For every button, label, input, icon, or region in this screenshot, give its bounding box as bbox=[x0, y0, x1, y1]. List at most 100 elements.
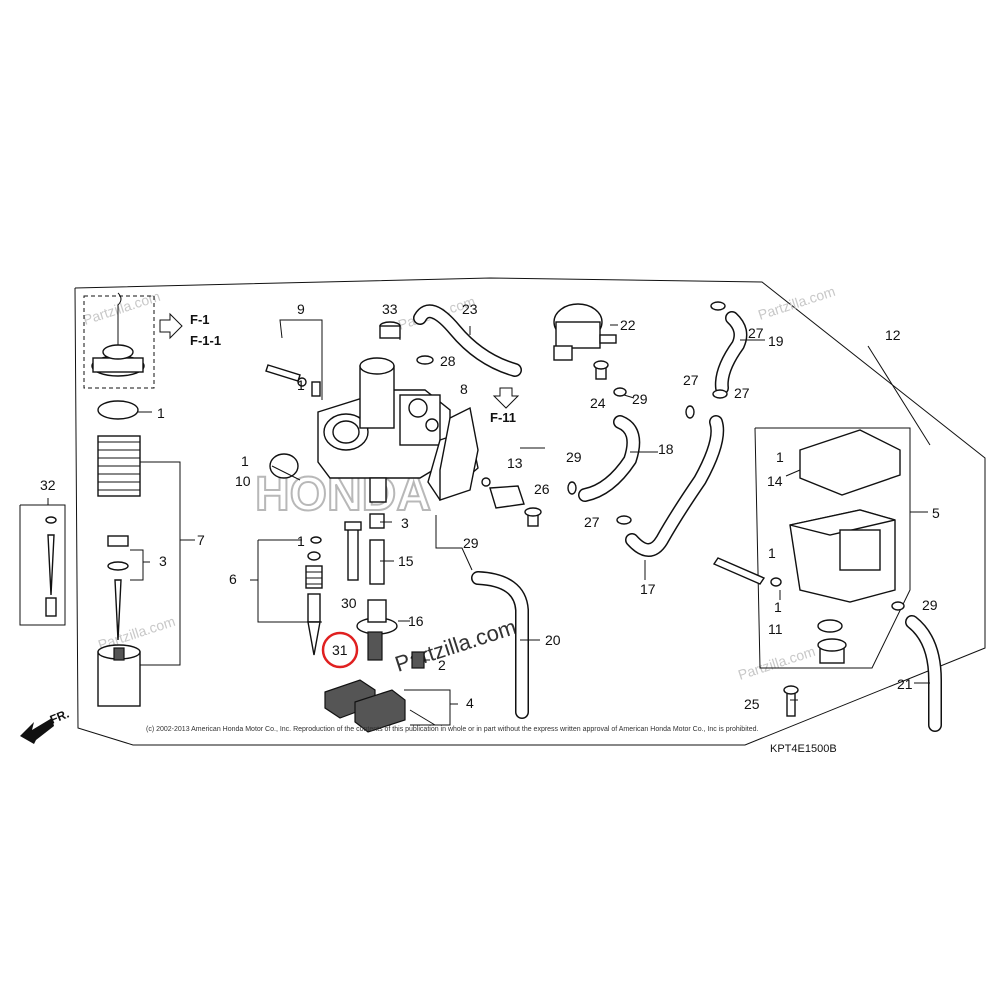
callout-1: 1 bbox=[241, 453, 249, 469]
callout-8: 8 bbox=[460, 381, 468, 397]
o-ring-11-part bbox=[817, 619, 843, 633]
cap-assembly bbox=[91, 292, 145, 377]
svg-text:FR.: FR. bbox=[48, 707, 71, 727]
callout-9: 9 bbox=[297, 301, 305, 317]
front-arrow: FR. bbox=[20, 707, 71, 744]
subassembly-frame bbox=[754, 427, 911, 669]
clip-29-part bbox=[891, 601, 905, 611]
callout-1: 1 bbox=[776, 449, 784, 465]
ref-arrow bbox=[492, 387, 520, 409]
drain-screw-part bbox=[712, 557, 782, 587]
bolt-24-part bbox=[593, 360, 609, 380]
throttle-valve-part bbox=[97, 644, 141, 707]
bracket-part bbox=[439, 406, 479, 501]
callout-17: 17 bbox=[640, 581, 656, 597]
callout-33: 33 bbox=[382, 301, 398, 317]
float-assembly-part bbox=[324, 679, 436, 733]
pilot-screw-part bbox=[307, 593, 321, 656]
callout-27: 27 bbox=[683, 372, 699, 388]
callout-22: 22 bbox=[620, 317, 636, 333]
ref-arrow bbox=[159, 312, 183, 340]
callout-18: 18 bbox=[658, 441, 674, 457]
float-chamber-part bbox=[789, 509, 896, 603]
callout-16: 16 bbox=[408, 613, 424, 629]
callout-29: 29 bbox=[922, 597, 938, 613]
clip-27-part bbox=[685, 405, 695, 419]
clip-29-part bbox=[613, 387, 627, 397]
callout-3: 3 bbox=[401, 515, 409, 531]
inset-box bbox=[83, 295, 155, 389]
callout-21: 21 bbox=[897, 676, 913, 692]
watermark: Partzilla.com bbox=[756, 283, 837, 323]
ref-f11-label: F-11 bbox=[490, 410, 516, 425]
watermark: Partzilla.com bbox=[736, 643, 817, 683]
callout-29: 29 bbox=[463, 535, 479, 551]
highlight-circle bbox=[321, 631, 359, 669]
callout-27: 27 bbox=[734, 385, 750, 401]
callout-12: 12 bbox=[885, 327, 901, 343]
jet-part bbox=[367, 631, 383, 661]
diagram-frame bbox=[74, 277, 986, 746]
callout-1: 1 bbox=[297, 533, 305, 549]
callout-2: 2 bbox=[438, 657, 446, 673]
callout-1: 1 bbox=[774, 599, 782, 615]
callout-3: 3 bbox=[159, 553, 167, 569]
callout-28: 28 bbox=[440, 353, 456, 369]
bracket-13-part bbox=[489, 485, 525, 509]
callout-24: 24 bbox=[590, 395, 606, 411]
callout-1: 1 bbox=[157, 405, 165, 421]
callout-13: 13 bbox=[507, 455, 523, 471]
float-part bbox=[356, 599, 398, 635]
callout-1: 1 bbox=[768, 545, 776, 561]
callout-32: 32 bbox=[40, 477, 56, 493]
callout-10: 10 bbox=[235, 473, 251, 489]
ref-f11: F-1-1 bbox=[190, 333, 221, 348]
callout-6: 6 bbox=[229, 571, 237, 587]
callout-14: 14 bbox=[767, 473, 783, 489]
main-jet-holder-part bbox=[369, 513, 385, 585]
hose-17-part bbox=[625, 415, 725, 557]
screw-part bbox=[265, 364, 321, 397]
clip-29-part bbox=[567, 481, 577, 495]
copyright-text: (c) 2002-2013 American Honda Motor Co., … bbox=[146, 726, 758, 733]
callout-27: 27 bbox=[584, 514, 600, 530]
callout-7: 7 bbox=[197, 532, 205, 548]
gasket-14-part bbox=[799, 429, 901, 496]
callout-20: 20 bbox=[545, 632, 561, 648]
callout-1: 1 bbox=[297, 377, 305, 393]
watermark: Partzilla.com bbox=[81, 288, 162, 328]
plug-part bbox=[817, 638, 847, 664]
callout-26: 26 bbox=[534, 481, 550, 497]
callout-19: 19 bbox=[768, 333, 784, 349]
washer-part bbox=[310, 536, 322, 544]
screw-25-part bbox=[783, 685, 799, 717]
ref-f1: F-1 bbox=[190, 312, 210, 327]
callout-layer: 1111111233456789101112131415161718192021… bbox=[40, 301, 940, 712]
bolt-26-part bbox=[524, 507, 542, 527]
callout-11: 11 bbox=[768, 621, 783, 637]
needle-jet-part bbox=[344, 521, 362, 581]
needle-set-part bbox=[45, 516, 57, 617]
callout-4: 4 bbox=[466, 695, 474, 711]
o-ring-part bbox=[97, 400, 139, 420]
callout-29: 29 bbox=[632, 391, 648, 407]
callout-23: 23 bbox=[462, 301, 478, 317]
clip-27-part bbox=[710, 301, 726, 311]
valve-22-part bbox=[553, 303, 617, 361]
clip-part bbox=[481, 477, 491, 487]
callout-5: 5 bbox=[932, 505, 940, 521]
diagram-code: KPT4E1500B bbox=[770, 743, 837, 755]
callout-31: 31 bbox=[332, 642, 348, 658]
spring-part bbox=[305, 565, 323, 589]
o-ring-part bbox=[269, 453, 299, 479]
callout-29: 29 bbox=[566, 449, 582, 465]
callout-27: 27 bbox=[748, 325, 764, 341]
clip-27-part bbox=[712, 389, 728, 399]
spring-part bbox=[97, 435, 141, 497]
float-valve-part bbox=[411, 651, 425, 669]
clip-28-part bbox=[416, 355, 434, 365]
callout-25: 25 bbox=[744, 696, 760, 712]
callout-15: 15 bbox=[398, 553, 414, 569]
cap-part bbox=[379, 321, 401, 339]
callout-30: 30 bbox=[341, 595, 357, 611]
